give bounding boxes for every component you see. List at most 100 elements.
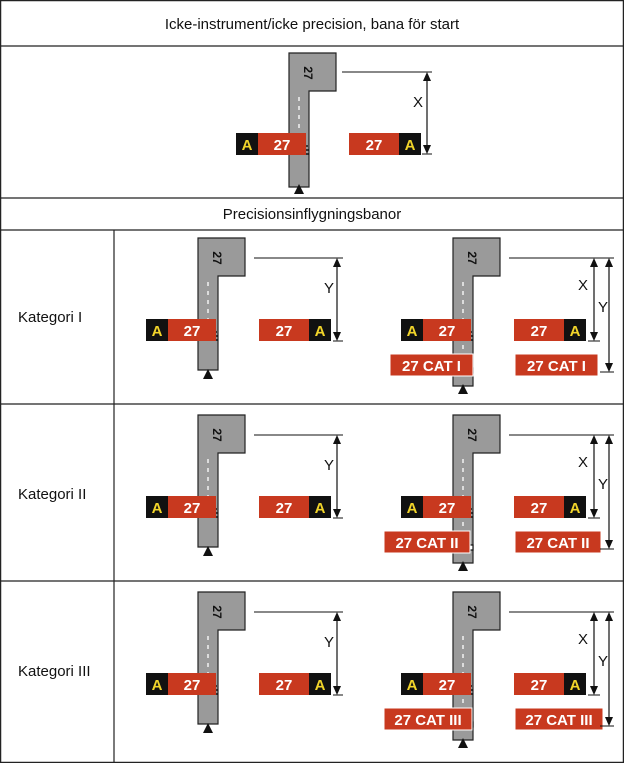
taxi-direction-arrow	[294, 184, 304, 194]
taxiway-letter-sign	[401, 319, 423, 341]
taxiway-letter: A	[570, 677, 581, 694]
cat-sign-text: 27 CAT I	[527, 358, 586, 375]
header-nonprecision: Icke-instrument/icke precision, bana för…	[165, 16, 460, 33]
taxi-direction-arrow	[203, 369, 213, 379]
cat-holding-sign	[514, 707, 604, 731]
taxiway-letter-sign	[309, 319, 331, 341]
runway-designator: 27	[465, 251, 479, 265]
runway-designation-text: 27	[531, 323, 548, 340]
cat-sign-text: 27 CAT I	[402, 358, 461, 375]
dimension-arrowhead	[333, 435, 341, 444]
taxiway-letter: A	[242, 137, 253, 154]
runway-designation-sign	[514, 496, 564, 518]
dimension-arrowhead	[333, 686, 341, 695]
taxi-direction-arrow	[203, 546, 213, 556]
category-label-3: Kategori III	[18, 663, 91, 680]
dimension-arrowhead	[590, 612, 598, 621]
cat-holding-sign	[514, 353, 599, 377]
taxiway-letter-sign	[146, 673, 168, 695]
runway-designation-text: 27	[274, 137, 291, 154]
taxiway-letter: A	[152, 500, 163, 517]
taxiway-letter: A	[570, 500, 581, 517]
taxiway-letter-sign	[401, 496, 423, 518]
dimension-arrowhead	[590, 509, 598, 518]
runway-designator: 27	[301, 66, 315, 80]
category-label-2: Kategori II	[18, 486, 86, 503]
runway-designation-sign	[423, 673, 471, 695]
runway-schematic: 27	[452, 414, 501, 564]
runway-designation-sign	[514, 673, 564, 695]
dimension-label: Y	[324, 280, 334, 297]
cat-sign-text: 27 CAT III	[394, 712, 461, 729]
taxiway-letter: A	[152, 677, 163, 694]
taxiway-letter: A	[315, 500, 326, 517]
taxiway-letter-sign	[401, 673, 423, 695]
runway-surface	[452, 414, 501, 564]
runway-designation-text: 27	[531, 500, 548, 517]
taxiway-letter-sign	[146, 319, 168, 341]
runway-designation-sign	[259, 319, 309, 341]
cat-holding-sign	[383, 707, 473, 731]
dimension-arrowhead	[423, 145, 431, 154]
taxiway-letter-sign	[146, 496, 168, 518]
runway-designation-sign	[168, 319, 216, 341]
header-precision: Precisionsinflygningsbanor	[223, 206, 401, 223]
taxiway-letter-sign	[564, 319, 586, 341]
taxiway-letter-sign	[399, 133, 421, 155]
runway-designator: 27	[210, 251, 224, 265]
taxiway-letter: A	[405, 137, 416, 154]
runway-designation-sign	[168, 496, 216, 518]
runway-designation-text: 27	[439, 677, 456, 694]
cat-sign-text: 27 CAT II	[395, 535, 458, 552]
taxi-direction-arrow	[203, 723, 213, 733]
dimension-arrowhead	[590, 332, 598, 341]
runway-designation-sign	[259, 496, 309, 518]
taxiway-letter-sign	[309, 673, 331, 695]
taxi-direction-arrow	[458, 738, 468, 748]
runway-designation-text: 27	[439, 500, 456, 517]
taxiway-letter: A	[152, 323, 163, 340]
taxiway-letter: A	[315, 323, 326, 340]
runway-designation-text: 27	[366, 137, 383, 154]
taxi-direction-arrow	[458, 384, 468, 394]
runway-designator: 27	[465, 428, 479, 442]
runway-surface	[452, 237, 501, 387]
dimension-arrowhead	[590, 686, 598, 695]
cat-holding-sign	[514, 530, 602, 554]
dimension-arrowhead	[333, 509, 341, 518]
dimension-label: Y	[324, 457, 334, 474]
runway-designation-text: 27	[276, 323, 293, 340]
dimension-arrowhead	[605, 258, 613, 267]
cat-sign-text: 27 CAT III	[525, 712, 592, 729]
taxi-direction-arrow	[458, 561, 468, 571]
dimension-label: X	[578, 454, 588, 471]
dimension-label: Y	[324, 634, 334, 651]
taxiway-letter: A	[407, 677, 418, 694]
taxiway-letter: A	[315, 677, 326, 694]
runway-designation-text: 27	[439, 323, 456, 340]
dimension-label: X	[578, 631, 588, 648]
runway-designator: 27	[465, 605, 479, 619]
cat-holding-sign	[383, 530, 471, 554]
dimension-label: Y	[598, 476, 608, 493]
dimension-label: Y	[598, 653, 608, 670]
dimension-arrowhead	[333, 258, 341, 267]
runway-designation-sign	[423, 496, 471, 518]
runway-designation-sign	[258, 133, 306, 155]
dimension-arrowhead	[333, 332, 341, 341]
runway-designation-text: 27	[184, 500, 201, 517]
dimension-label: Y	[598, 299, 608, 316]
taxiway-letter-sign	[564, 673, 586, 695]
runway-designation-sign	[514, 319, 564, 341]
taxiway-letter: A	[407, 500, 418, 517]
dimension-arrowhead	[605, 363, 613, 372]
runway-surface	[452, 591, 501, 741]
runway-designation-sign	[259, 673, 309, 695]
dimension-label: X	[413, 94, 423, 111]
dimension-arrowhead	[605, 612, 613, 621]
dimension-label: X	[578, 277, 588, 294]
dimension-arrowhead	[590, 258, 598, 267]
runway-designation-text: 27	[276, 677, 293, 694]
taxiway-letter-sign	[309, 496, 331, 518]
